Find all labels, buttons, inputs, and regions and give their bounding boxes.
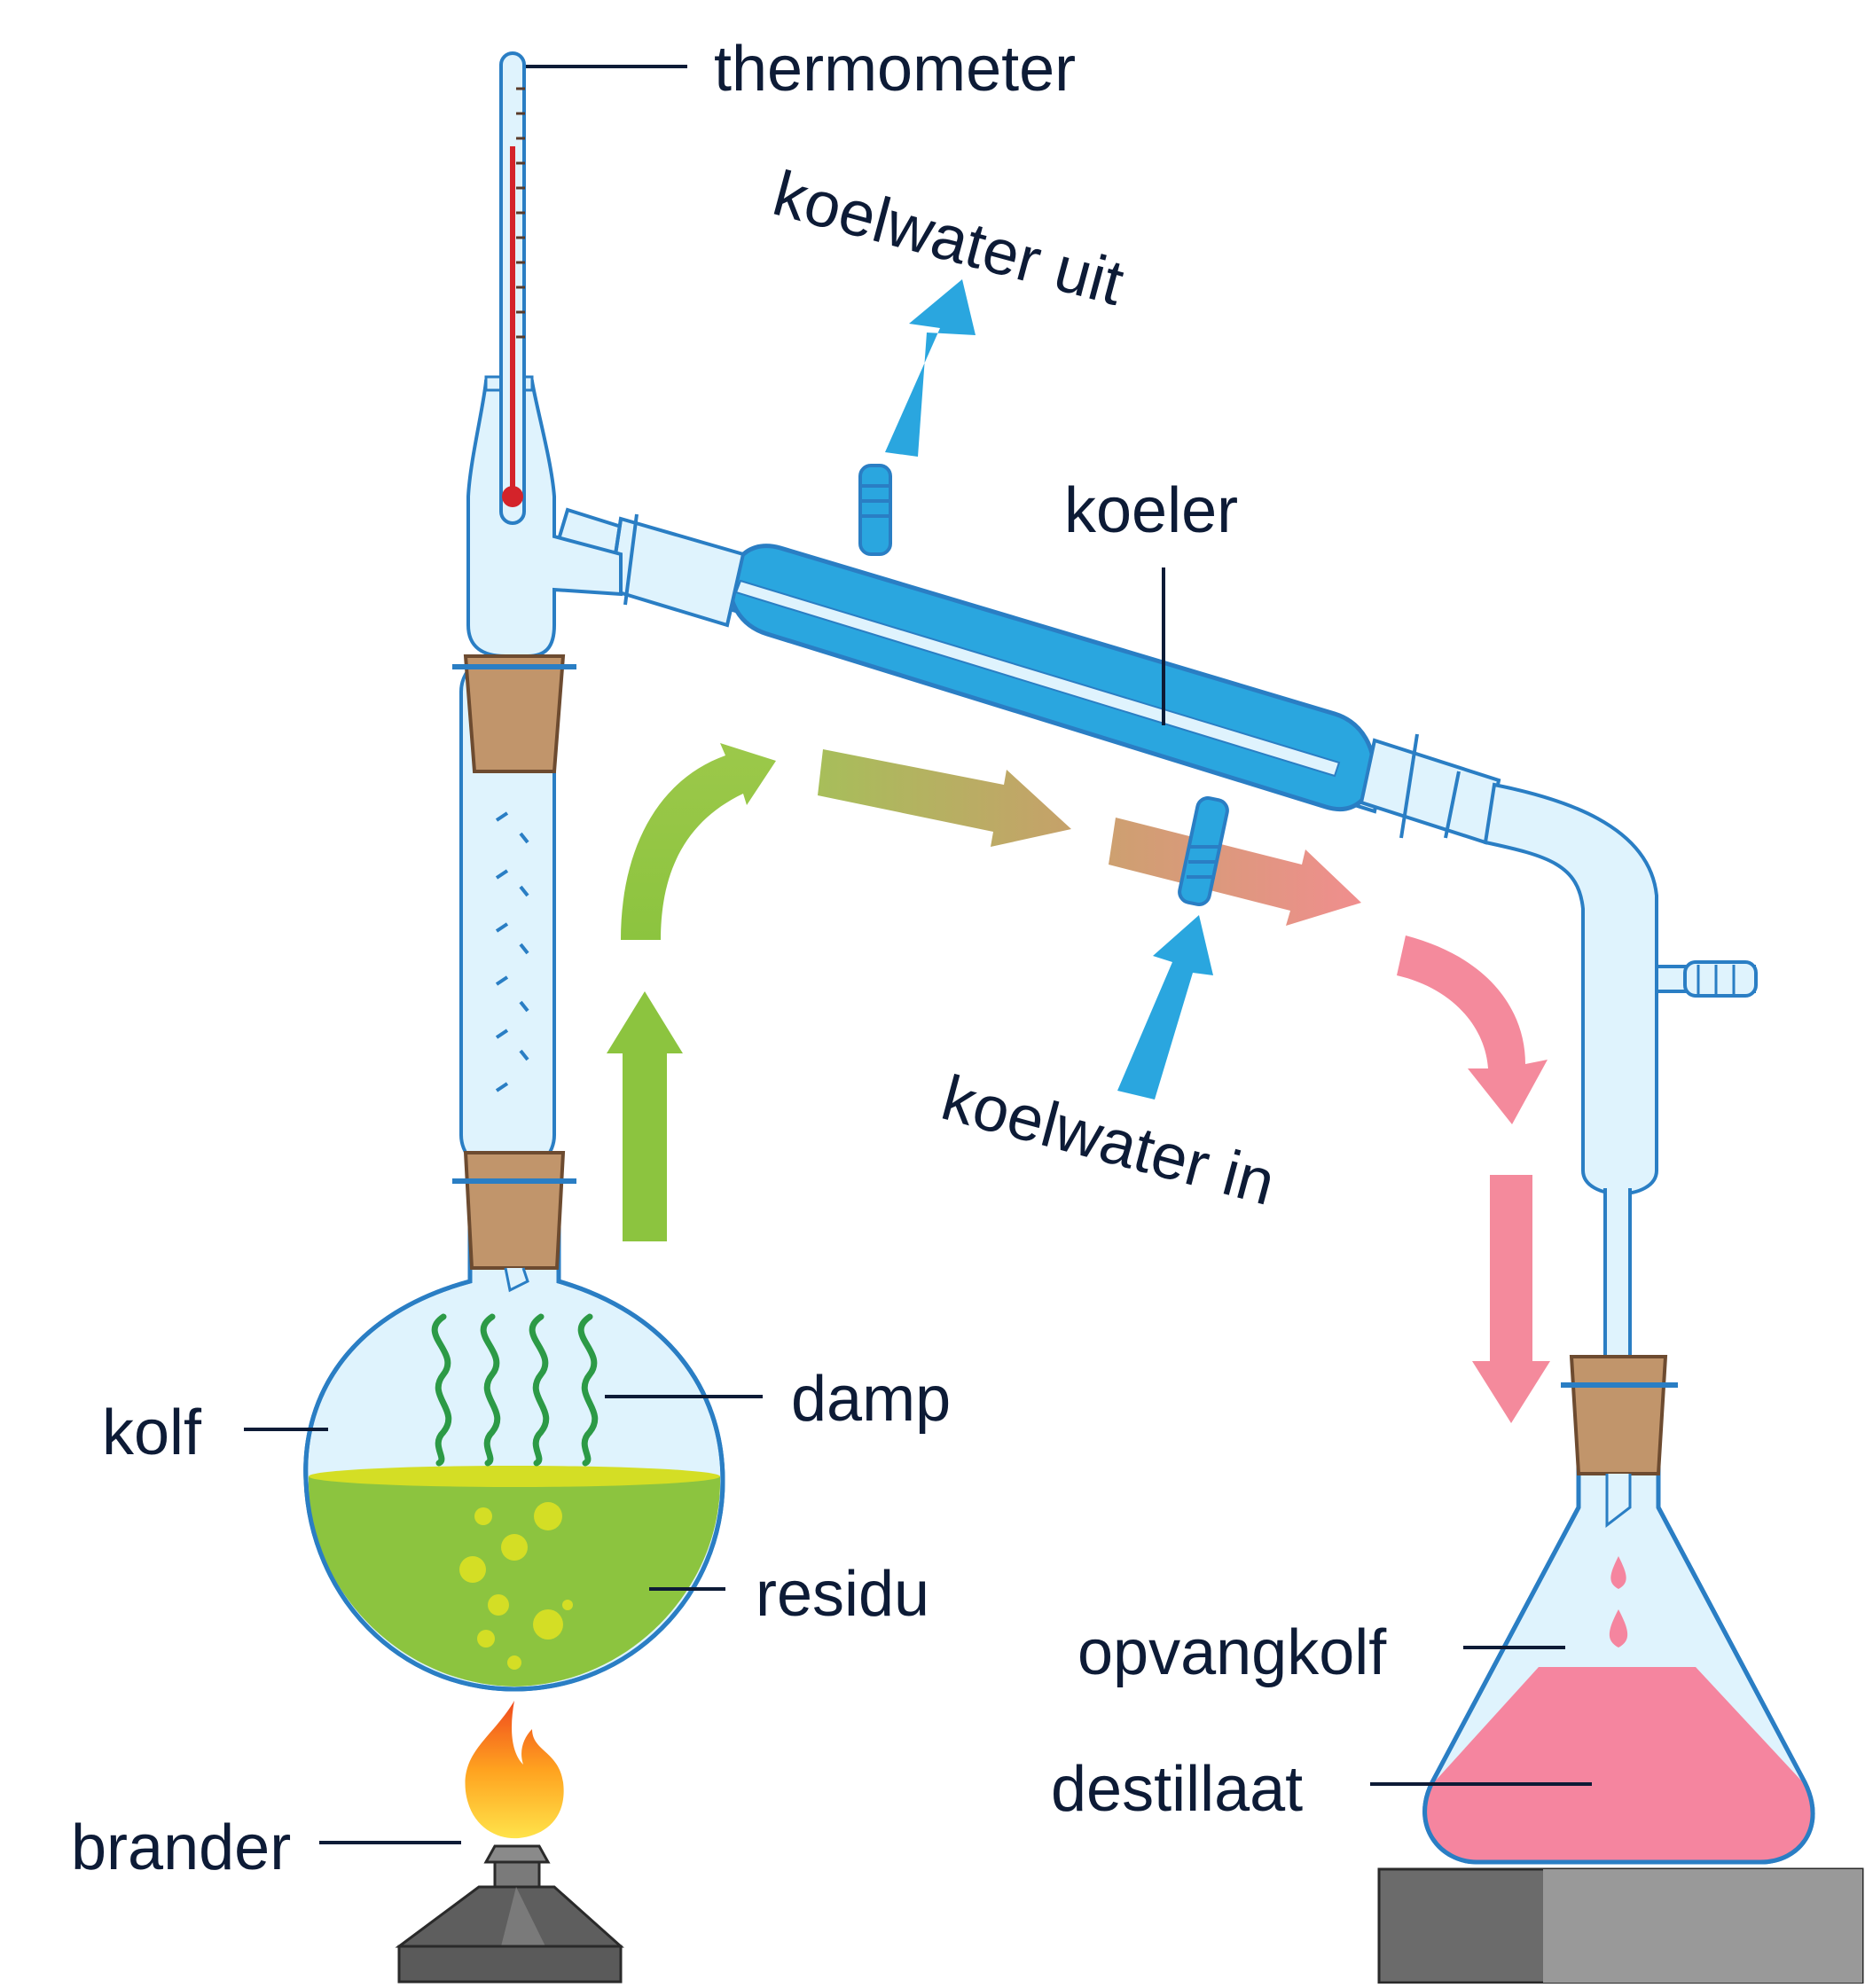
droplet-icon: [1609, 1556, 1628, 1648]
coolant-out-arrow: [885, 279, 976, 457]
label-residu: residu: [756, 1559, 929, 1630]
arrow-curve-green: [621, 743, 776, 940]
vapor-flow-arrows: [607, 279, 1550, 1423]
arrow-diagonal-1: [818, 749, 1071, 847]
label-koelwater-in: koelwater in: [935, 1062, 1282, 1219]
vapor-waves: [431, 1313, 599, 1467]
condenser: [552, 464, 1501, 906]
label-koeler: koeler: [1064, 475, 1238, 546]
burner: [395, 1701, 624, 1984]
bubble-icon: [459, 1502, 573, 1670]
still-head: [459, 375, 623, 1172]
label-thermometer: thermometer: [714, 34, 1076, 105]
arrow-curve-pink: [1397, 935, 1548, 1124]
hotplate: [1377, 1867, 1864, 1984]
receiving-flask: [1422, 1355, 1815, 1865]
arrow-down-pink: [1472, 1175, 1550, 1423]
arrow-diagonal-2: [1109, 818, 1361, 926]
label-brander: brander: [71, 1812, 291, 1883]
arrow-up-green: [607, 991, 683, 1241]
cork-bottom: [452, 1151, 576, 1293]
boiling-flask: [303, 1186, 725, 1692]
coolant-in-arrow: [1117, 915, 1213, 1100]
thermometer: [499, 51, 526, 525]
leader-lines: [244, 65, 1592, 1844]
label-damp: damp: [791, 1364, 951, 1435]
flame-icon: [465, 1701, 564, 1839]
label-destillaat: destillaat: [1051, 1754, 1303, 1825]
label-opvangkolf: opvangkolf: [1077, 1617, 1387, 1688]
cork-top: [452, 654, 576, 773]
label-kolf: kolf: [102, 1397, 202, 1468]
